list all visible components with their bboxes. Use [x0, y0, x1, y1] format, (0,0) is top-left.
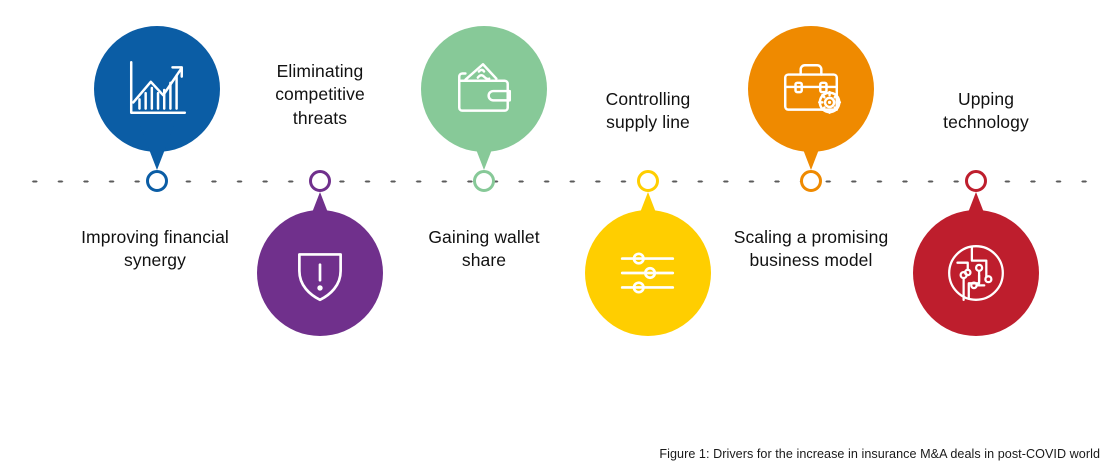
pin-tail: [631, 192, 665, 236]
pin-gaining-wallet-share[interactable]: [421, 26, 547, 170]
pin-tail: [140, 126, 174, 170]
wallet-icon: [421, 26, 547, 152]
figure-caption: Figure 1: Drivers for the increase in in…: [659, 447, 1100, 461]
briefcase-gear-icon: [748, 26, 874, 152]
pin-scaling-a-promising-business-model[interactable]: [748, 26, 874, 170]
label-improving-financial-synergy: Improving financial synergy: [81, 227, 229, 271]
sliders-icon: [585, 210, 711, 336]
label-eliminating-competitive-threats: Eliminating competitive threats: [275, 61, 365, 128]
label-controlling-supply-line: Controlling supply line: [605, 89, 691, 133]
timeline-marker-eliminating-competitive-threats[interactable]: [309, 170, 331, 192]
timeline-marker-upping-technology[interactable]: [965, 170, 987, 192]
timeline-axis: [22, 176, 1092, 187]
shield-alert-icon: [257, 210, 383, 336]
timeline-marker-controlling-supply-line[interactable]: [637, 170, 659, 192]
pin-tail: [959, 192, 993, 236]
pin-eliminating-competitive-threats[interactable]: [257, 192, 383, 336]
circuit-tech-icon: [913, 210, 1039, 336]
pin-upping-technology[interactable]: [913, 192, 1039, 336]
pin-tail: [303, 192, 337, 236]
timeline-marker-improving-financial-synergy[interactable]: [146, 170, 168, 192]
growth-chart-icon: [94, 26, 220, 152]
pin-improving-financial-synergy[interactable]: [94, 26, 220, 170]
pin-tail: [794, 126, 828, 170]
label-scaling-a-promising-business-model: Scaling a promising business model: [733, 227, 889, 271]
timeline-dotted-line: [22, 176, 1092, 187]
pin-controlling-supply-line[interactable]: [585, 192, 711, 336]
pin-tail: [467, 126, 501, 170]
label-upping-technology: Upping technology: [943, 89, 1029, 133]
timeline-marker-scaling-a-promising-business-model[interactable]: [800, 170, 822, 192]
timeline-marker-gaining-wallet-share[interactable]: [473, 170, 495, 192]
label-gaining-wallet-share: Gaining wallet share: [428, 227, 540, 271]
